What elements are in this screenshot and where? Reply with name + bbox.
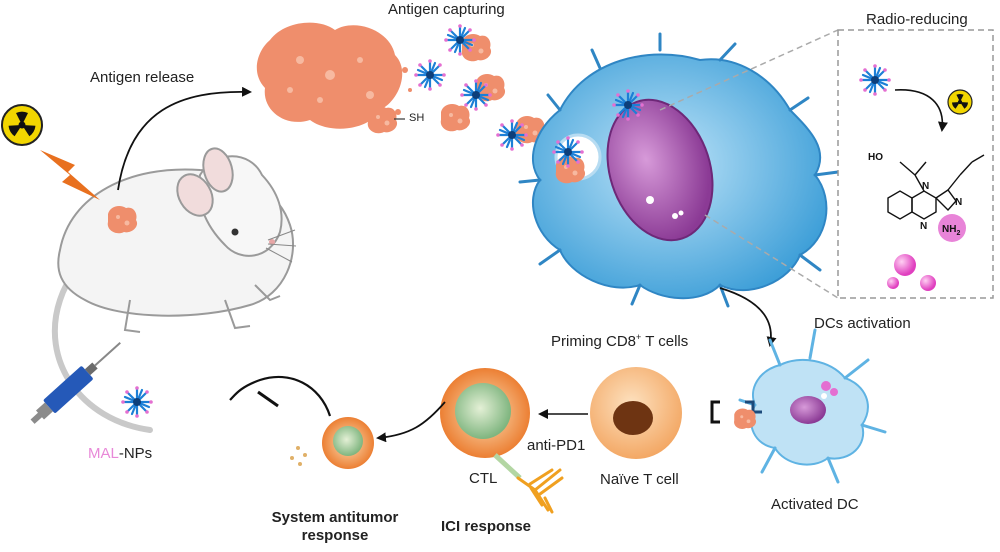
dc-activation-arrow (719, 287, 777, 347)
priming-label: Priming CD8+ T cells (551, 332, 689, 350)
inhibition-arrow-icon (229, 375, 332, 417)
mal-part: MAL (88, 445, 119, 462)
anti-pd1-label: anti-PD1 (527, 437, 586, 454)
dendritic-cell-illustration (518, 32, 840, 308)
sh-group-label: SH (409, 112, 425, 124)
ctl-arrow (376, 401, 446, 443)
ctl-label: CTL (469, 470, 498, 487)
system-antitumor-label: System antitumor response (245, 510, 425, 543)
ctl-illustration (440, 368, 530, 458)
radiation-icon (1, 104, 43, 146)
syringe-icon (30, 341, 121, 424)
system-antitumor-line1: System antitumor (271, 509, 399, 526)
tumor-response-cell (290, 417, 374, 469)
nps-part: -NPs (119, 445, 152, 462)
system-antitumor-line2: response (301, 527, 369, 544)
naive-t-cell-label: Naïve T cell (600, 471, 679, 488)
chemical-structure (887, 154, 985, 220)
antigen-release-label: Antigen release (90, 69, 195, 86)
dcs-activation-label: DCs activation (814, 315, 911, 332)
nh2-label: NH2 (942, 224, 960, 237)
activated-dc-illustration (738, 328, 887, 484)
radio-reducing-label: Radio-reducing (866, 11, 968, 28)
nanoparticle-icon (120, 385, 154, 419)
mouse-illustration (51, 147, 297, 433)
naive-t-cell-illustration (590, 367, 682, 459)
antibody-icon (516, 468, 564, 514)
n3-label: N (920, 221, 927, 232)
n1-label: N (922, 181, 929, 192)
pink-spheres (887, 254, 936, 291)
mal-nps-label: MAL-NPs (88, 445, 152, 462)
activated-dc-label: Activated DC (771, 496, 859, 513)
ici-response-label: ICI response (441, 518, 532, 535)
ho-label: HO (868, 152, 883, 163)
antigen-capturing-label: Antigen capturing (388, 1, 505, 18)
tumor-debris (256, 22, 412, 134)
lightning-bolt-icon (40, 150, 100, 200)
antigen-capture-particles (413, 23, 546, 152)
n2-label: N (955, 197, 962, 208)
antigen-release-arrow (117, 86, 252, 191)
